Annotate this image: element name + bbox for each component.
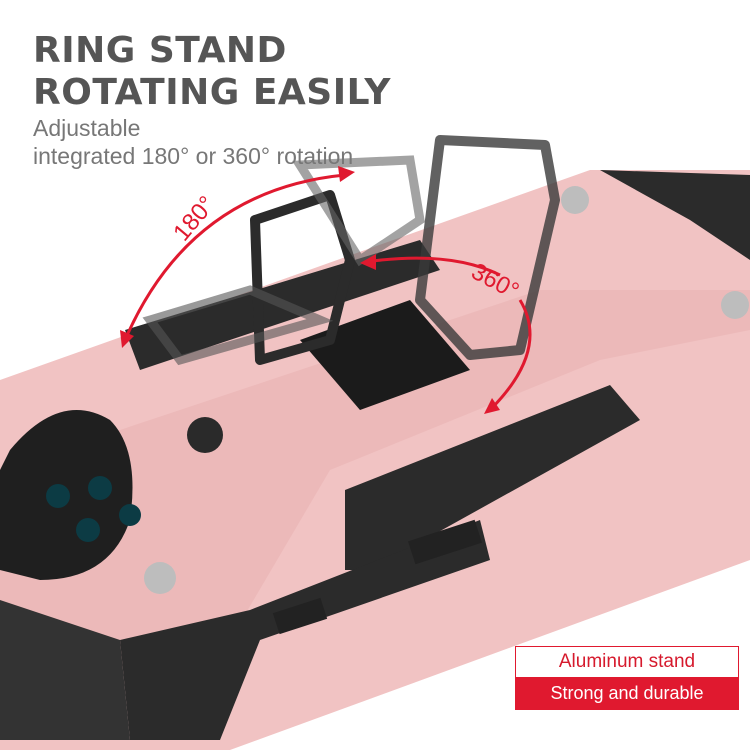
- rotation-arrow-360: [364, 256, 532, 412]
- arrow-head: [338, 166, 355, 182]
- subtitle-line2: integrated 180° or 360° rotation: [33, 143, 354, 169]
- badge-bottom-text: Strong and durable: [516, 677, 738, 709]
- headline-line2: ROTATING EASILY: [33, 72, 391, 113]
- screw: [144, 562, 176, 594]
- side-button: [408, 519, 482, 565]
- subtitle: Adjustable integrated 180° or 360° rotat…: [33, 114, 353, 170]
- headline-line1: RING STAND: [33, 30, 287, 71]
- ring-frame-motion: [292, 155, 425, 267]
- grip-bottom: [345, 385, 640, 570]
- ring-frame-motion: [142, 285, 334, 366]
- camera-lens: [46, 484, 70, 508]
- screw: [561, 186, 589, 214]
- case-shading: [0, 290, 750, 700]
- ring-frame-right: [415, 135, 560, 360]
- arrow-head: [120, 330, 134, 348]
- headline: RING STAND ROTATING EASILY: [33, 30, 391, 114]
- side-button: [272, 597, 328, 635]
- arrow-head: [484, 398, 500, 414]
- camera-lens: [76, 518, 100, 542]
- badge-top-text: Aluminum stand: [516, 647, 738, 677]
- camera-lens: [88, 476, 112, 500]
- feature-badge: Aluminum stand Strong and durable: [515, 646, 739, 710]
- arrow-head: [360, 254, 376, 270]
- bumper-right: [600, 170, 750, 260]
- subtitle-line1: Adjustable: [33, 115, 141, 141]
- bumper-bottom: [120, 520, 490, 740]
- screw: [721, 291, 749, 319]
- ring-base: [300, 300, 470, 410]
- camera-lens: [119, 504, 141, 526]
- fingerprint-sensor: [187, 417, 223, 453]
- bumper-left: [0, 600, 130, 740]
- rotation-arrow-180: [123, 173, 346, 341]
